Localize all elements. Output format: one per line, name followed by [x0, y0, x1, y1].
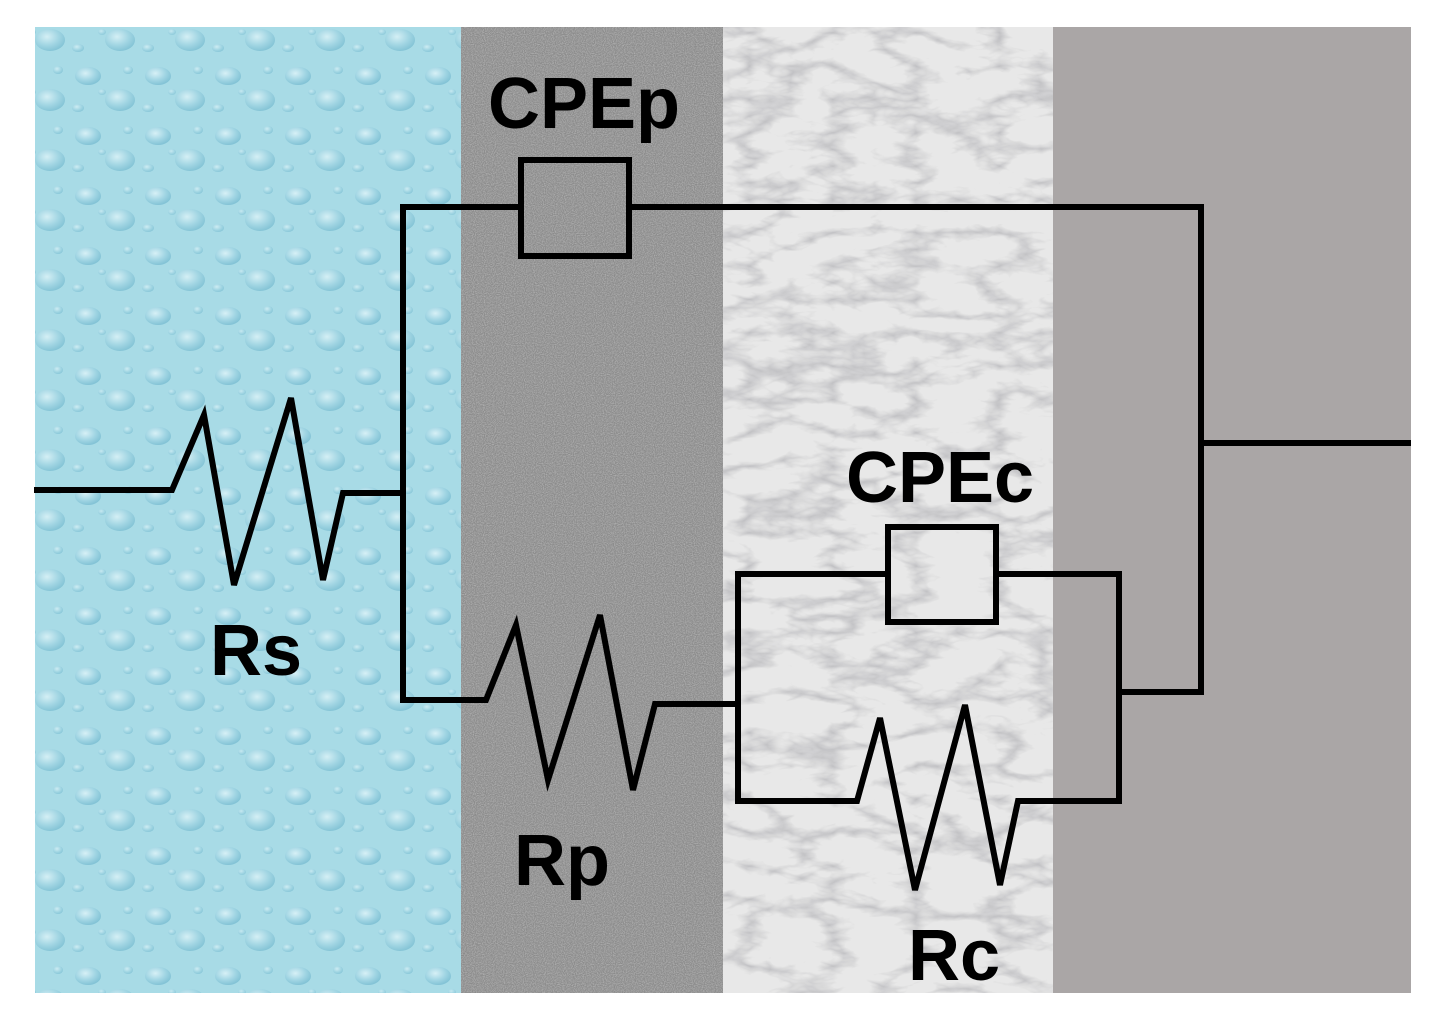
- circuit-wires: [34, 204, 1411, 891]
- wire-cpec-branch-right: [993, 571, 1122, 804]
- rs-resistor: [34, 397, 406, 586]
- cpe-c-label: CPEc: [846, 438, 1034, 518]
- cpe-p-element: [518, 157, 632, 259]
- cpe-p-label: CPEp: [488, 64, 680, 144]
- metal-substrate: [1053, 27, 1411, 993]
- porous-grain-texture: [461, 27, 723, 993]
- cpe-c-element: [885, 524, 999, 625]
- rc-resistor: [735, 704, 1122, 891]
- rp-label: Rp: [514, 821, 610, 901]
- rs-label: Rs: [210, 611, 302, 691]
- layer-backgrounds: [35, 27, 1411, 993]
- rc-label: Rc: [908, 916, 1000, 996]
- wire-top-branch-right: [626, 204, 1204, 695]
- compact-marble-texture: [723, 27, 1053, 993]
- solution-droplet-texture: [35, 27, 461, 993]
- rp-resistor: [400, 614, 741, 792]
- wire-cpec-branch-left: [735, 571, 891, 804]
